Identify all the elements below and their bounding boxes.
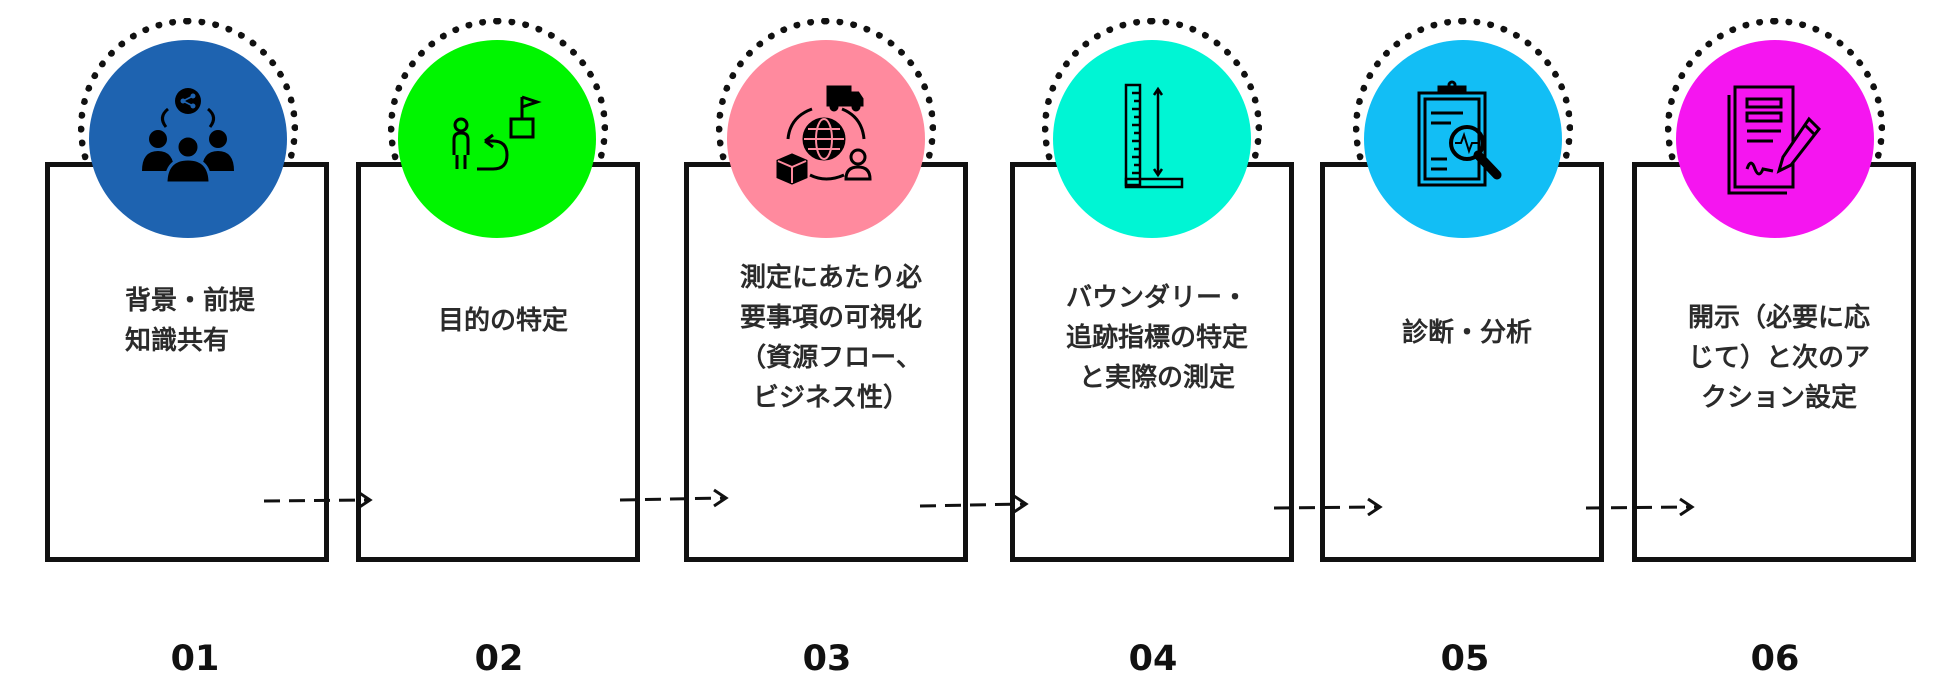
step-6: 開示（必要に応 じて）と次のア クション設定 06	[1632, 0, 1922, 679]
step-4: バウンダリー・ 追跡指標の特定 と実際の測定 04	[1010, 0, 1300, 679]
step-number: 05	[1440, 639, 1490, 679]
step-number: 06	[1750, 639, 1800, 679]
step-3: 測定にあたり必 要事項の可視化 （資源フロー、 ビジネス性） 03	[684, 0, 974, 679]
step-card: 測定にあたり必 要事項の可視化 （資源フロー、 ビジネス性） 03	[684, 162, 968, 679]
dashed-arrow	[1585, 497, 1695, 516]
person-path-flag-icon	[452, 95, 542, 171]
step-1: 背景・前提 知識共有 01	[45, 0, 335, 679]
step-label: バウンダリー・ 追跡指標の特定 と実際の測定	[1065, 283, 1248, 393]
step-number: 04	[1128, 639, 1178, 679]
step-5: 診断・分析 05	[1320, 0, 1610, 679]
step-label: 測定にあたり必 要事項の可視化 （資源フロー、 ビジネス性）	[739, 263, 922, 413]
step-icon-circle	[1053, 40, 1251, 238]
step-card: 目的の特定 02	[356, 162, 640, 679]
step-label: 診断・分析	[1401, 318, 1532, 348]
step-label: 開示（必要に応 じて）と次のア クション設定	[1687, 303, 1870, 413]
dashed-arrow	[619, 488, 729, 508]
step-label: 背景・前提 知識共有	[125, 286, 256, 356]
step-icon-circle	[1364, 40, 1562, 238]
people-share-icon	[142, 88, 234, 185]
step-number: 01	[170, 639, 220, 679]
step-icon-circle	[727, 40, 925, 238]
document-pen-icon	[1727, 85, 1821, 195]
globe-logistics-icon	[776, 85, 872, 185]
measuring-ruler-icon	[1124, 83, 1184, 189]
dashed-arrow	[1273, 497, 1383, 516]
step-icon-circle	[398, 40, 596, 238]
dashed-arrow	[919, 494, 1029, 513]
step-card: 診断・分析 05	[1320, 162, 1604, 679]
step-number: 03	[802, 639, 852, 679]
dashed-arrow	[263, 490, 373, 510]
step-2: 目的の特定 02	[356, 0, 646, 679]
step-label: 目的の特定	[437, 306, 568, 336]
clipboard-magnifier-icon	[1417, 80, 1502, 187]
step-icon-circle	[89, 40, 287, 238]
step-number: 02	[474, 639, 524, 679]
step-icon-circle	[1676, 40, 1874, 238]
